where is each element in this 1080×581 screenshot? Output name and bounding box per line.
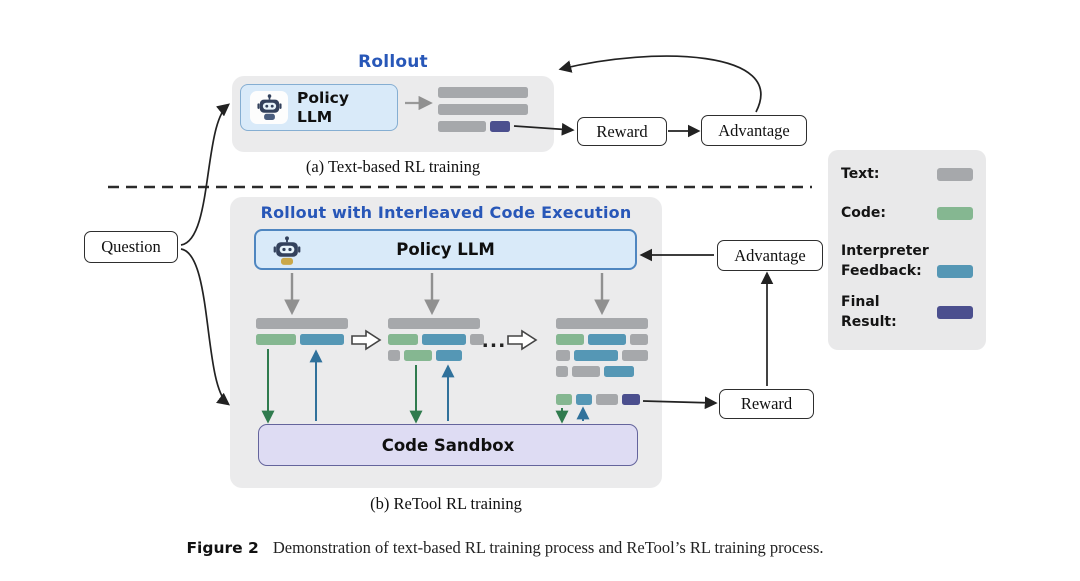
code-sandbox-box: Code Sandbox — [258, 424, 638, 466]
legend-item-text: Text: — [841, 165, 973, 185]
panel-b-title: Rollout with Interleaved Code Execution — [260, 203, 632, 222]
figure-caption-label: Figure 2 — [186, 539, 259, 557]
legend-swatch-feedback — [937, 265, 973, 279]
legend-swatch-text — [937, 168, 973, 182]
policy-label-line2: LLM — [297, 107, 333, 126]
reward-box-b: Reward — [719, 389, 814, 419]
policy-llm-box-a: Policy LLM — [240, 84, 398, 131]
legend-item-code: Code: — [841, 204, 973, 224]
figure-caption: Figure 2 Demonstration of text-based RL t… — [0, 538, 1010, 558]
policy-llm-label: Policy LLM — [297, 89, 349, 126]
question-box: Question — [84, 231, 178, 263]
policy-label-line1: Policy — [297, 89, 349, 108]
legend-label: Interpreter Feedback: — [841, 243, 929, 279]
figure-caption-text: Demonstration of text-based RL training … — [272, 538, 824, 557]
legend-item-interpreter-feedback: Interpreter Feedback: — [841, 242, 973, 281]
policy-llm-box-b: Policy LLM — [254, 229, 637, 270]
advantage-box-b: Advantage — [717, 240, 823, 271]
robot-icon — [273, 236, 301, 265]
legend-label: Code: — [841, 205, 887, 221]
legend-label: Final Result: — [841, 294, 897, 330]
robot-chip — [250, 91, 288, 124]
question-branch-arrows — [180, 103, 231, 406]
panel-b-caption: (b) ReTool RL training — [370, 494, 522, 513]
legend: Text: Code: Interpreter Feedback: Final … — [828, 150, 986, 350]
policy-llm-label: Policy LLM — [396, 240, 495, 259]
panel-a-title: Rollout — [358, 52, 428, 72]
advantage-box-a: Advantage — [701, 115, 807, 146]
legend-swatch-code — [937, 207, 973, 221]
legend-swatch-final — [937, 306, 973, 320]
legend-label: Text: — [841, 166, 880, 182]
robot-icon — [256, 94, 282, 120]
ellipsis: ... — [481, 330, 507, 352]
reward-box-a: Reward — [577, 117, 667, 146]
legend-item-final-result: Final Result: — [841, 293, 973, 332]
panel-a-caption: (a) Text-based RL training — [305, 157, 481, 176]
